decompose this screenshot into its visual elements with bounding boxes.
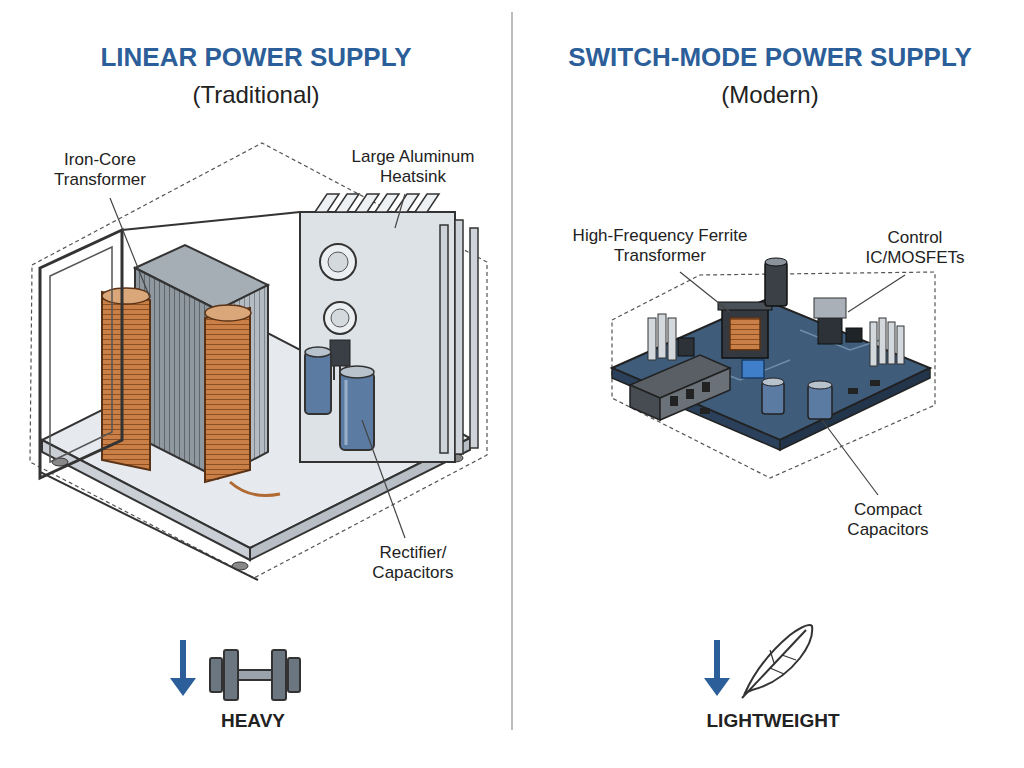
weight-label: HEAVY: [221, 710, 285, 733]
part-label: High-Frequency Ferrite Transformer: [573, 226, 748, 267]
part-label: Large Aluminum Heatsink: [338, 147, 488, 188]
panel-heading: LINEAR POWER SUPPLY: [100, 42, 411, 73]
part-label: Compact Capacitors: [838, 500, 938, 541]
part-label: Rectifier/ Capacitors: [363, 543, 463, 584]
linear-psu-drawing: [30, 143, 487, 580]
panel-subheading: (Traditional): [192, 81, 319, 110]
panel-heading: SWITCH-MODE POWER SUPPLY: [568, 42, 972, 73]
smps-drawing: [612, 258, 935, 495]
part-label: Control IC/MOSFETs: [860, 228, 970, 269]
panel-subheading: (Modern): [721, 81, 818, 110]
heavy-icon: [170, 640, 300, 700]
divider: [511, 12, 513, 730]
weight-label: LIGHTWEIGHT: [707, 710, 840, 733]
light-icon: [704, 625, 812, 698]
part-label: Iron-Core Transformer: [35, 150, 165, 191]
